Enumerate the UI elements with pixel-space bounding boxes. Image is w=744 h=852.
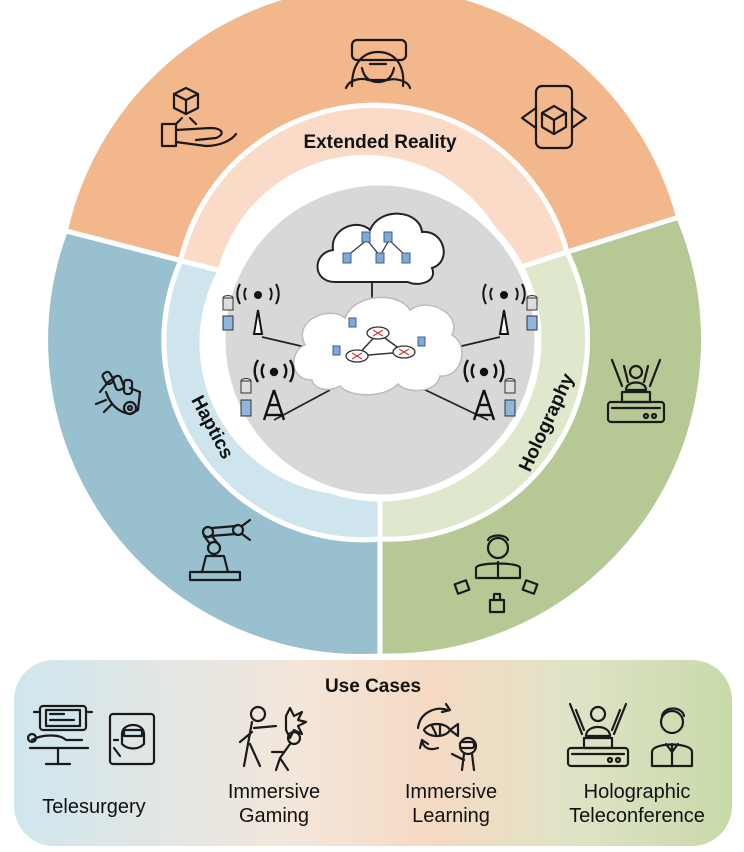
use-cases-panel: Use Cases Telesurgery Immersive Ga bbox=[14, 660, 732, 846]
use-case-label-telesurgery: Telesurgery bbox=[42, 796, 146, 818]
top-cloud-icon bbox=[316, 212, 445, 285]
gaming-line1: Immersive bbox=[227, 781, 321, 803]
use-cases-title: Use Cases bbox=[324, 676, 422, 697]
learning-line2: Learning bbox=[412, 805, 490, 827]
extended-reality-label: Extended Reality bbox=[303, 132, 457, 153]
immersive-learning-icon bbox=[416, 702, 478, 772]
hand-hologram-icon bbox=[160, 86, 238, 148]
haptics-inner-segment bbox=[161, 257, 383, 543]
use-case-label-learning: Immersive Learning bbox=[386, 780, 516, 828]
cell-tower-icon bbox=[482, 283, 526, 335]
cell-tower-icon bbox=[253, 359, 295, 421]
gaming-line2: Gaming bbox=[238, 805, 310, 827]
teleconference-line1: Holographic bbox=[583, 781, 691, 803]
use-case-label-gaming: Immersive Gaming bbox=[209, 780, 339, 828]
telesurgery-icon bbox=[26, 704, 156, 766]
holographic-teleconference-icon bbox=[566, 702, 694, 768]
cloud-network-icon bbox=[293, 296, 463, 396]
xr-inner-segment bbox=[177, 102, 571, 274]
ar-phone-icon bbox=[520, 84, 588, 150]
learning-line1: Immersive bbox=[404, 781, 498, 803]
technology-wheel-diagram: Extended Reality Haptics Holography bbox=[45, 0, 704, 657]
hologram-projector-icon bbox=[606, 358, 666, 424]
server-icon bbox=[222, 295, 538, 417]
cell-tower-icon bbox=[236, 283, 280, 335]
robot-arm-icon bbox=[188, 518, 252, 582]
holographic-person-cameras-icon bbox=[453, 534, 539, 614]
cell-tower-icon bbox=[463, 359, 505, 421]
immersive-gaming-icon bbox=[238, 705, 308, 772]
teleconference-line2: Teleconference bbox=[569, 805, 705, 827]
use-case-label-teleconference: Holographic Teleconference bbox=[562, 780, 712, 828]
robotic-hand-icon bbox=[94, 370, 142, 416]
vr-headset-icon bbox=[344, 38, 412, 90]
